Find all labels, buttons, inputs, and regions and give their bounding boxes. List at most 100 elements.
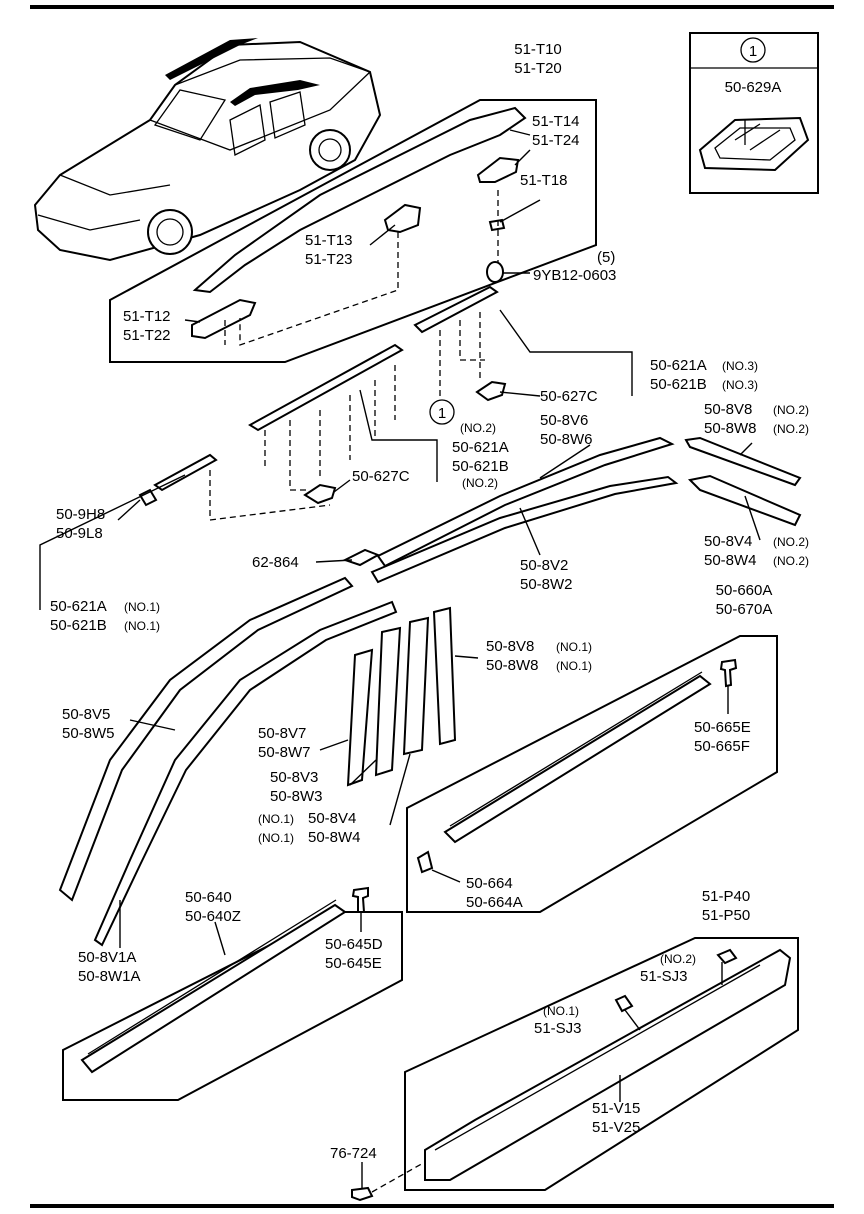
rear-fastener-label-2: 50-665F xyxy=(694,738,750,755)
molding-no3-label-1: 50-621A xyxy=(650,357,707,374)
pillar-a xyxy=(346,648,374,787)
pillar-c-tag-1: (NO.1) xyxy=(258,812,294,826)
roof-rail-nut xyxy=(486,261,504,283)
clip-no1-label: 51-SJ3 xyxy=(534,1020,582,1037)
rear-quarter-tag-1: (NO.2) xyxy=(773,403,809,417)
molding-no2-tag-bottom: (NO.2) xyxy=(462,476,498,490)
rear-fastener-label-1: 50-665E xyxy=(694,719,751,736)
pillar-no1-label-2: 50-8W8 xyxy=(486,657,539,674)
molding-no3-tag-1: (NO.3) xyxy=(722,359,758,373)
molding-no1-tag-2: (NO.1) xyxy=(124,619,160,633)
molding-no1-label-2: 50-621B xyxy=(50,617,107,634)
sill-clip-no2 xyxy=(716,948,738,965)
side-sill-box: 51-P40 51-P50 (NO.2) 51-SJ3 (NO.1) 51-SJ… xyxy=(330,888,799,1202)
sill-garnish-label-1: 51-P40 xyxy=(702,888,750,905)
front-outer-label-1: 50-8V5 xyxy=(62,706,110,723)
rear-lower-tag-2: (NO.2) xyxy=(773,554,809,568)
end-piece-label-1: 50-9H8 xyxy=(56,506,105,523)
rear-garnish-label-1: 50-660A xyxy=(716,582,773,599)
front-door-garnish xyxy=(80,903,347,1074)
pillar-b xyxy=(374,626,402,777)
rear-clip xyxy=(416,850,434,874)
roof-molding-no1 xyxy=(153,453,218,492)
callout-ref: 1 xyxy=(749,43,757,60)
front-inner-label-2: 50-8W1A xyxy=(78,968,141,985)
rear-door-garnish-box: 50-660A 50-670A 50-665E 50-665F 50-664 5… xyxy=(406,582,778,913)
molding-no2-label-1: 50-621A xyxy=(452,439,509,456)
molding-no2-clip-label: 50-627C xyxy=(352,468,410,485)
rear-quarter-tag-2: (NO.2) xyxy=(773,422,809,436)
clip-50-629a-illustration xyxy=(698,116,810,172)
roof-molding-no2-clip xyxy=(303,483,337,505)
pillar-b-label-1: 50-8V3 xyxy=(270,769,318,786)
roof-rail-label-1: 51-T10 xyxy=(514,41,562,58)
rear-quarter-label-2: 50-8W8 xyxy=(704,420,757,437)
cover-rear-label-1: 51-T14 xyxy=(532,113,580,130)
clip-no1-tag: (NO.1) xyxy=(543,1004,579,1018)
sill-garnish-label-2: 51-P50 xyxy=(702,907,750,924)
cover-rear-label-2: 51-T24 xyxy=(532,132,580,149)
rear-lower-label-2: 50-8W4 xyxy=(704,552,757,569)
cover-front-label-1: 51-T12 xyxy=(123,308,171,325)
front-inner-label-1: 50-8V1A xyxy=(78,949,136,966)
pillar-no1-tag-2: (NO.1) xyxy=(556,659,592,673)
roof-rail xyxy=(192,106,527,294)
rear-lower-tag-1: (NO.2) xyxy=(773,535,809,549)
screw-label: 76-724 xyxy=(330,1145,377,1162)
upper-rear-label-2: 50-8W6 xyxy=(540,431,593,448)
molding-no2-label-2: 50-621B xyxy=(452,458,509,475)
front-garnish-label-1: 50-640 xyxy=(185,889,232,906)
molding-no1-label-1: 50-621A xyxy=(50,598,107,615)
front-fastener-label-2: 50-645E xyxy=(325,955,382,972)
molding-no3-tag-2: (NO.3) xyxy=(722,378,758,392)
pillar-c-label-1: 50-8V4 xyxy=(308,810,356,827)
pillar-no1-label-1: 50-8V8 xyxy=(486,638,534,655)
sill-label-1: 51-V15 xyxy=(592,1100,640,1117)
callout-part-label: 50-629A xyxy=(725,79,782,96)
roof-molding-callout-ref: 1 xyxy=(438,405,446,422)
front-inner-molding xyxy=(93,600,398,947)
molding-no2-tag-top: (NO.2) xyxy=(460,421,496,435)
pillar-c xyxy=(402,616,430,756)
rear-lower-no2 xyxy=(687,474,802,527)
cover-mid-label-2: 51-T23 xyxy=(305,251,353,268)
roof-molding-no2 xyxy=(248,343,404,432)
pillar-b-label-2: 50-8W3 xyxy=(270,788,323,805)
front-door-garnish-box: 50-640 50-640Z 50-645D 50-645E xyxy=(62,886,403,1101)
roof-molding-callout-circle xyxy=(429,399,455,425)
front-outer-molding xyxy=(58,576,354,902)
car-illustration xyxy=(33,38,382,262)
front-outer-label-2: 50-8W5 xyxy=(62,725,115,742)
front-fastener xyxy=(351,886,369,913)
rear-door-garnish xyxy=(443,674,712,844)
sill-clip-no1 xyxy=(614,994,634,1013)
pillar-a-label-1: 50-8V7 xyxy=(258,725,306,742)
upper-rear-label-1: 50-8V6 xyxy=(540,412,588,429)
clip-label: 51-T18 xyxy=(520,172,568,189)
front-garnish-label-2: 50-640Z xyxy=(185,908,241,925)
front-fastener-label-1: 50-645D xyxy=(325,936,383,953)
seal-label: 62-864 xyxy=(252,554,299,571)
end-piece-fastener xyxy=(138,488,158,507)
nut-label: 9YB12-0603 xyxy=(533,267,616,284)
roof-rail-cover-rear xyxy=(476,156,520,183)
door-molding-group: 50-8V6 50-8W6 50-8V8 (NO.2) 50-8W8 (NO.2… xyxy=(58,401,809,985)
rear-garnish-label-2: 50-670A xyxy=(716,601,773,618)
rear-clip-label-1: 50-664 xyxy=(466,875,513,892)
sill-screw xyxy=(351,1186,374,1202)
roof-rail-box: 51-T10 51-T20 51-T14 51-T24 51-T18 51-T1… xyxy=(109,41,616,363)
pillar-c-label-2: 50-8W4 xyxy=(308,829,361,846)
end-piece-label-2: 50-9L8 xyxy=(56,525,103,542)
rear-clip-label-2: 50-664A xyxy=(466,894,523,911)
roof-molding-group: 1 50-621A (NO.3) 50-621B (NO.3) 50-627C … xyxy=(39,285,758,634)
rear-quarter-no2 xyxy=(684,436,802,487)
molding-no1-tag-1: (NO.1) xyxy=(124,600,160,614)
pillar-no1 xyxy=(432,606,457,746)
join-molding-label-1: 50-8V2 xyxy=(520,557,568,574)
pillar-c-tag-2: (NO.1) xyxy=(258,831,294,845)
clip-no2-tag: (NO.2) xyxy=(660,952,696,966)
sill-label-2: 51-V25 xyxy=(592,1119,640,1136)
roof-rail-label-2: 51-T20 xyxy=(514,60,562,77)
side-sill-garnish xyxy=(424,948,792,1181)
rear-quarter-label-1: 50-8V8 xyxy=(704,401,752,418)
